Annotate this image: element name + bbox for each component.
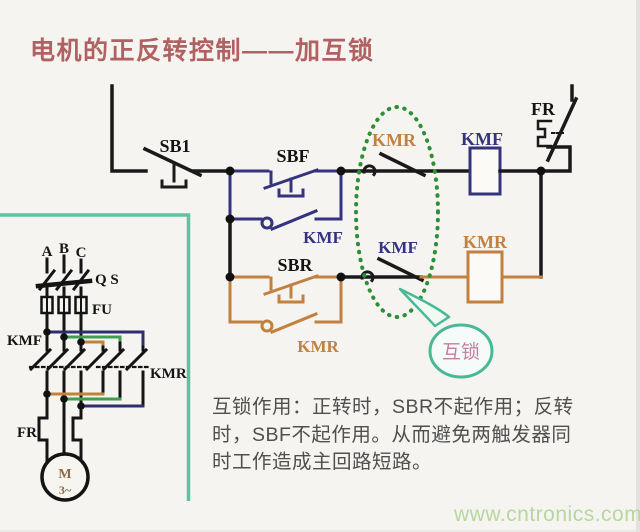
motor-m-label: M — [58, 467, 71, 482]
qs-label: Q S — [95, 272, 119, 288]
fr-nc-contact — [536, 84, 579, 173]
phase-a-label: A — [42, 244, 53, 260]
page-title: 电机的正反转控制——加互锁 — [30, 37, 375, 65]
main-circuit — [28, 254, 152, 502]
callout-bubble — [428, 323, 494, 379]
main-junction-dots — [43, 328, 85, 410]
interlock-callout: 互锁 — [398, 287, 494, 379]
sbr-label: SBR — [277, 255, 313, 275]
junction-dots — [225, 166, 546, 282]
watermark: www.cntronics.com — [454, 503, 640, 526]
note-line-3: 时工作造成主回路短路。 — [212, 451, 433, 473]
callout-tail — [398, 287, 451, 328]
kmf-main-label: KMF — [7, 333, 42, 349]
kmr-main-label: KMR — [150, 366, 187, 382]
kmf-aux-label: KMF — [303, 228, 343, 247]
qs-switch — [35, 254, 93, 298]
kmr-coil-label: KMR — [463, 232, 508, 252]
kmf-coil-label: KMF — [461, 129, 503, 149]
kmf-nc-label: KMF — [378, 238, 418, 257]
phase-swap-wires — [45, 330, 145, 408]
kmr-aux-contact — [228, 312, 343, 334]
kmr-nc-interlock-contact — [339, 151, 472, 178]
sbf-label: SBF — [276, 146, 309, 166]
phase-b-label: B — [59, 241, 69, 257]
main-circuit-box — [0, 213, 191, 501]
interlock-note: 互锁作用：正转时，SBR不起作用；反转 时，SBF不起作用。从而避免两触发器同 … — [212, 394, 632, 477]
kmr-nc-label: KMR — [372, 130, 417, 150]
interlock-ellipse — [354, 105, 440, 319]
kmr-coil — [466, 250, 504, 304]
fr-label: FR — [531, 99, 556, 119]
note-line-1: 互锁作用：正转时，SBR不起作用；反转 — [212, 396, 574, 418]
fu-fuses — [40, 294, 88, 352]
motor-symbol — [40, 452, 90, 502]
control-circuit — [110, 84, 579, 334]
kmf-aux-contact — [228, 209, 343, 231]
sb1-label: SB1 — [159, 136, 190, 156]
motor-3ph-label: 3~ — [59, 483, 72, 497]
phase-c-label: C — [76, 245, 87, 261]
kmr-aux-label: KMR — [297, 337, 339, 356]
kmf-nc-interlock-contact — [339, 256, 425, 283]
kmf-coil — [468, 146, 502, 196]
sbf-forward-button — [228, 168, 343, 221]
fr-main-label: FR — [17, 425, 37, 441]
note-line-2: 时，SBF不起作用。从而避免两触发器同 — [212, 423, 572, 446]
callout-label: 互锁 — [442, 341, 480, 363]
sb1-stop-button — [110, 84, 232, 189]
sbr-reverse-button — [228, 274, 343, 324]
fu-label: FU — [92, 302, 112, 318]
